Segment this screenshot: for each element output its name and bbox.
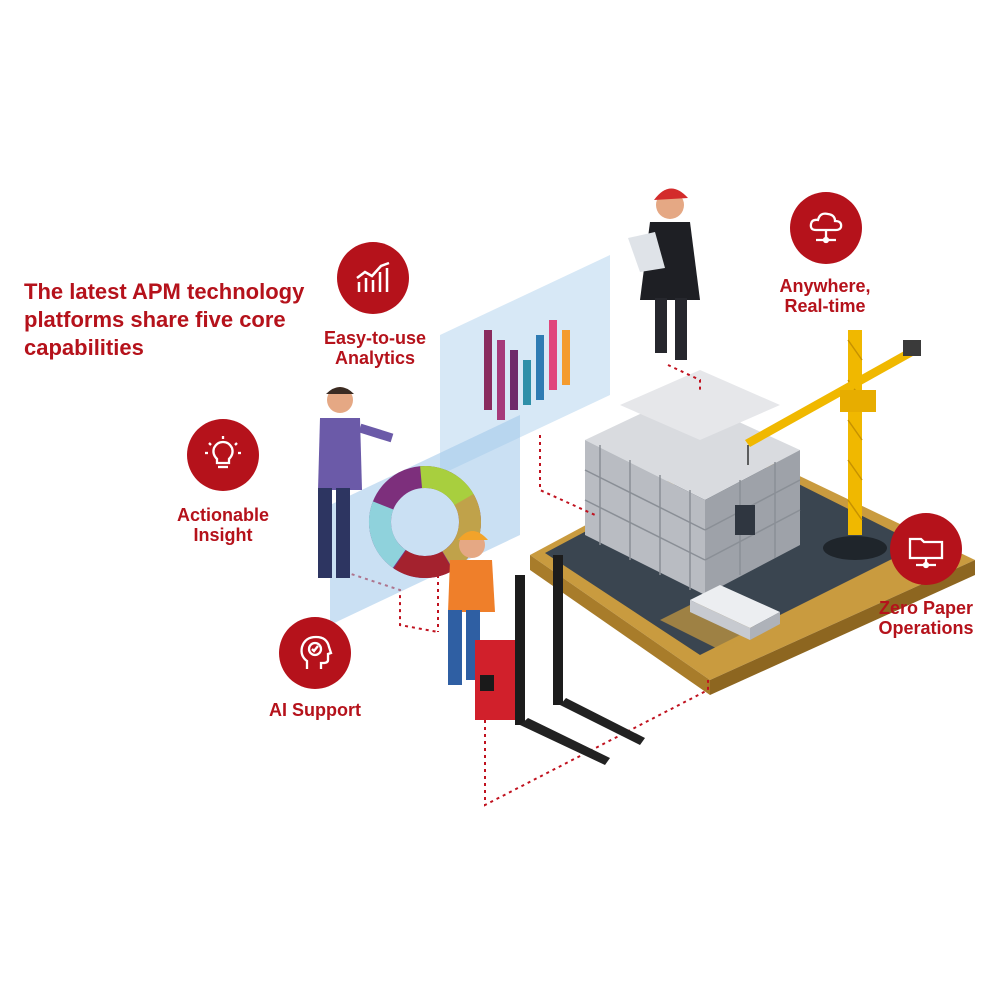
capability-zero-paper-label: Zero Paper Operations — [878, 598, 974, 638]
capability-analytics-label: Easy-to-use Analytics — [323, 328, 427, 368]
capability-insight-label: Actionable Insight — [176, 505, 269, 545]
analytics-badge — [337, 242, 409, 314]
capability-ai-support-label: AI Support — [269, 700, 361, 720]
tower-crane — [745, 330, 921, 560]
donut-chart — [369, 466, 481, 578]
cloud-network-icon — [809, 212, 843, 244]
concrete-slabs — [690, 585, 780, 640]
head-gear-icon — [300, 635, 333, 669]
lightbulb-icon — [205, 436, 241, 469]
manager-figure — [628, 188, 700, 360]
insight-badge — [187, 419, 259, 491]
ai-support-badge — [279, 617, 351, 689]
realtime-badge — [790, 192, 862, 264]
zero-paper-badge — [890, 513, 962, 585]
presenter-figure — [318, 387, 394, 578]
capability-realtime-label: Anywhere, Real-time — [779, 276, 871, 316]
analytics-dashboard-panels — [330, 255, 610, 625]
building-under-construction — [584, 370, 801, 595]
headline: The latest APM technology platforms shar… — [24, 279, 305, 360]
folder-network-icon — [908, 537, 944, 569]
bar-chart-icon — [356, 261, 390, 292]
pallet-jack — [475, 555, 645, 765]
